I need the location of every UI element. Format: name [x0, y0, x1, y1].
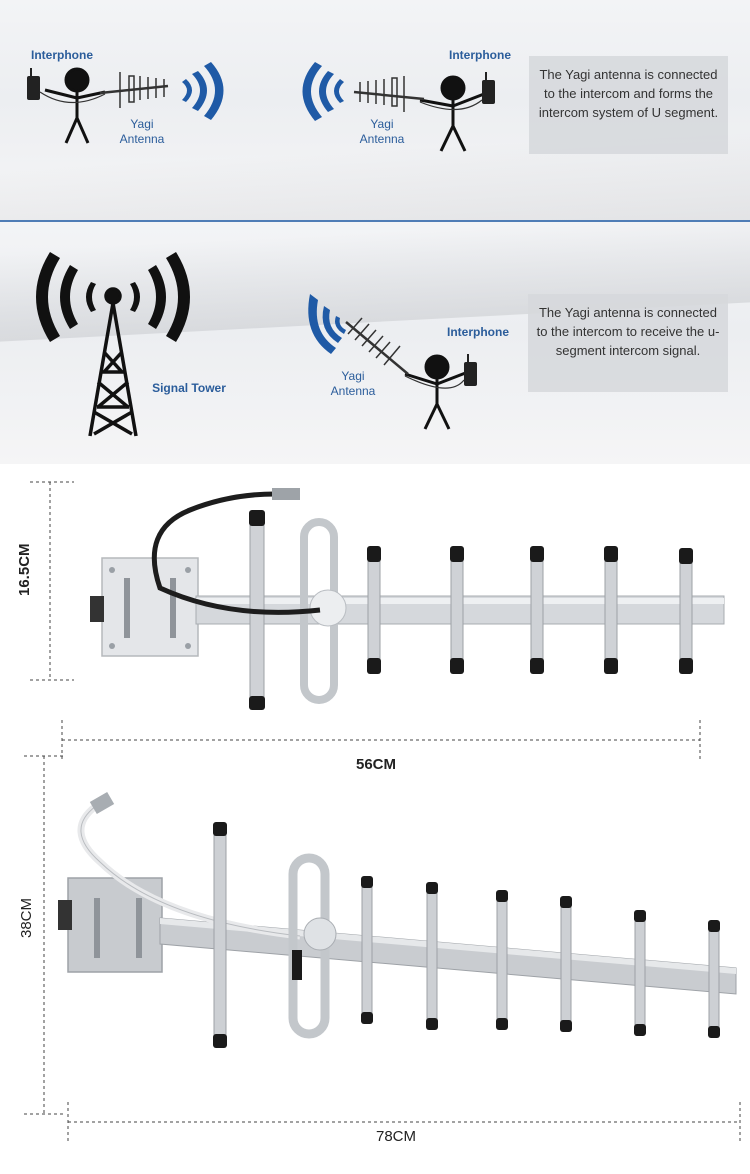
- antenna-label-left: Yagi Antenna: [119, 117, 165, 146]
- yagi-antenna-product-large: [24, 755, 741, 1142]
- signal-tower-icon: [88, 287, 138, 437]
- width-label-large: 78CM: [375, 1128, 416, 1145]
- director-elements-large: [361, 876, 720, 1038]
- yagi-antenna-receiver: [345, 317, 409, 375]
- section-divider-1: [0, 220, 750, 222]
- stick-figure-receiver: [404, 354, 469, 430]
- info-box-2: The Yagi antenna is connected to the int…: [528, 294, 728, 392]
- walkie-talkie-left: [27, 76, 40, 100]
- yagi-antenna-product-small: [30, 481, 725, 760]
- scenario-panel-2: Signal Tower Interphone Yagi Antenna The…: [0, 222, 750, 464]
- height-label-small: 16.5CM: [16, 543, 33, 597]
- reflector-element-large: [213, 827, 227, 1043]
- stick-figure-left: [44, 67, 106, 144]
- yagi-antenna-left: [99, 72, 169, 108]
- scenario-2-illustration: [36, 252, 477, 437]
- mounting-plate-small: [101, 557, 199, 657]
- antenna-label-right: Yagi Antenna: [359, 117, 405, 146]
- scenario-panel-1: Interphone Yagi Antenna Interphone Yagi …: [0, 0, 750, 220]
- walkie-talkie-right: [482, 80, 495, 104]
- radio-waves-receiver: [308, 294, 346, 354]
- scenario-1-illustration: [27, 62, 495, 152]
- interphone-label-left: Interphone: [31, 48, 93, 62]
- antenna-label-receiver: Yagi Antenna: [330, 369, 376, 398]
- tower-waves-icon: [36, 252, 190, 342]
- signal-tower-label: Signal Tower: [152, 381, 226, 395]
- interphone-label-right: Interphone: [449, 48, 511, 62]
- interphone-label-receiver: Interphone: [447, 325, 509, 339]
- walkie-talkie-receiver: [464, 362, 477, 386]
- radio-waves-right: [302, 62, 344, 121]
- info-box-1: The Yagi antenna is connected to the int…: [529, 56, 728, 154]
- stick-figure-right: [419, 75, 485, 152]
- width-label-small: 56CM: [355, 756, 396, 773]
- yagi-antenna-right: [353, 76, 425, 112]
- coax-cable-small: [151, 491, 321, 615]
- radio-waves-left: [182, 62, 224, 120]
- height-label-large: 38CM: [18, 898, 35, 939]
- director-elements-small: [367, 546, 693, 674]
